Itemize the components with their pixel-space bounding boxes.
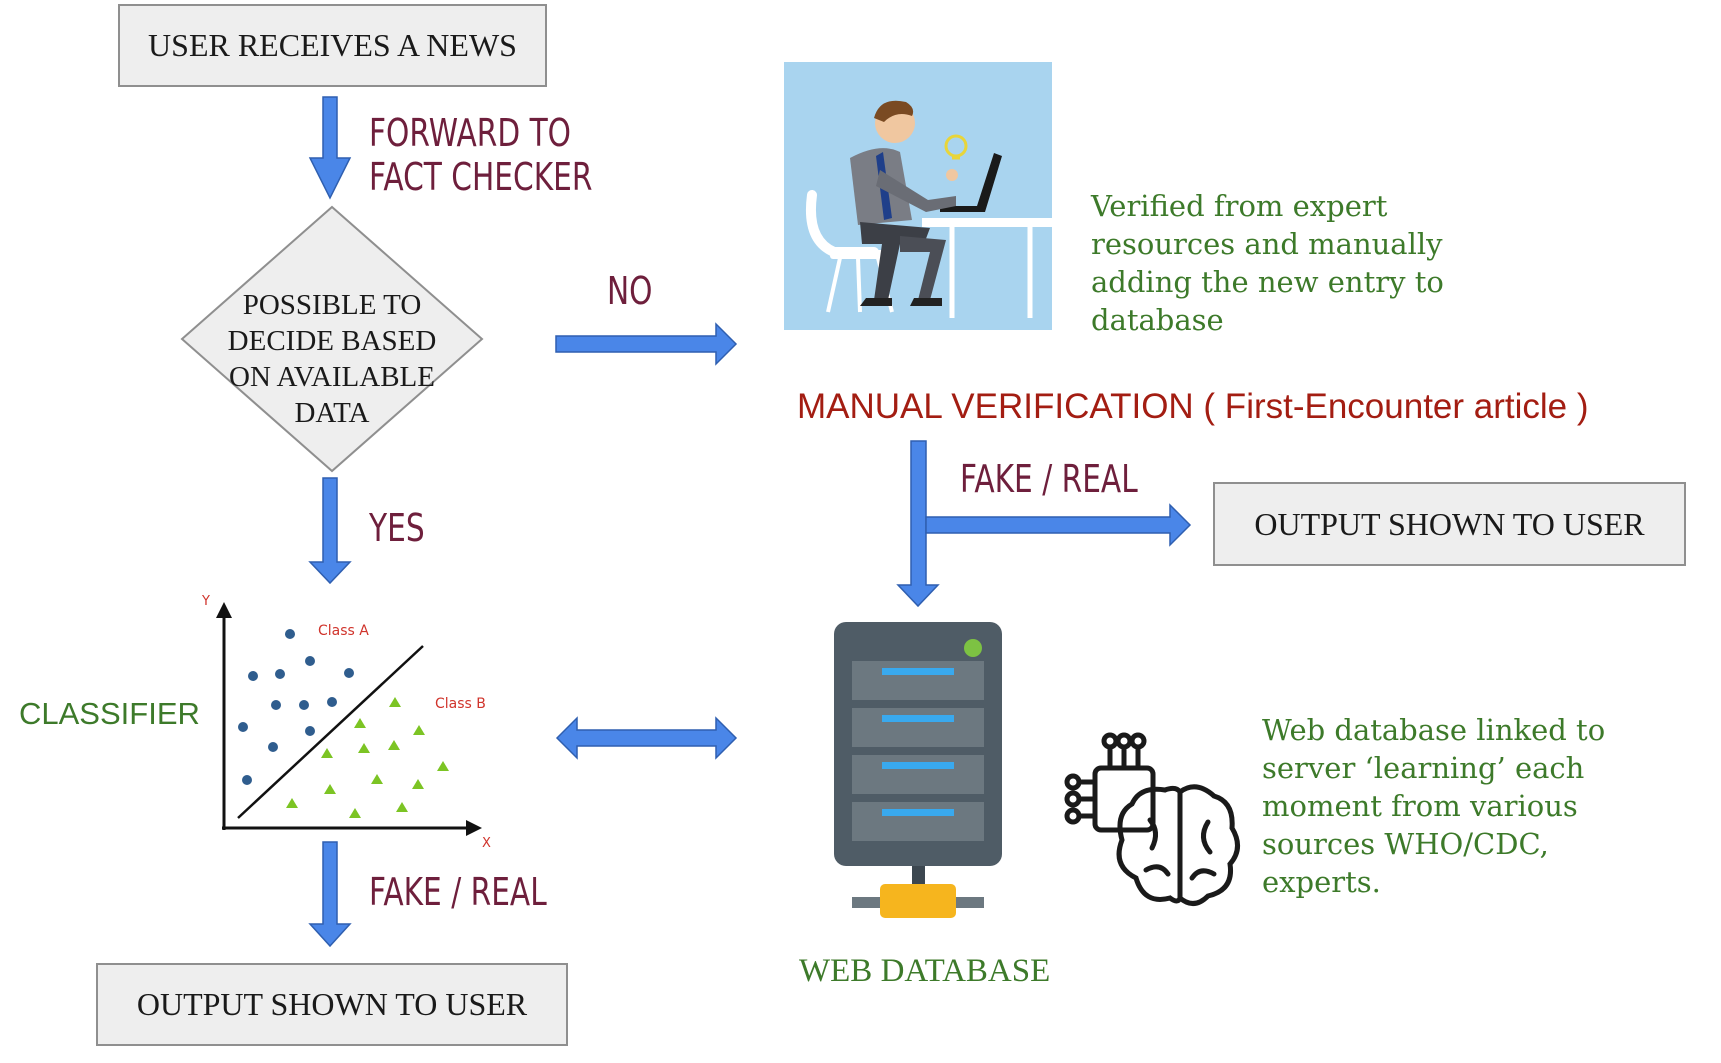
- web-line-3: moment from various: [1262, 789, 1578, 823]
- web-database-description: Web database linked to server ‘learning’…: [1262, 711, 1605, 901]
- forward-label: FORWARD TO FACT CHECKER: [369, 111, 593, 199]
- start-box: USER RECEIVES A NEWS: [118, 4, 547, 87]
- start-box-text: USER RECEIVES A NEWS: [148, 27, 517, 63]
- arrow-down-yes: [308, 477, 352, 585]
- class-a-dot: [299, 700, 309, 710]
- yes-label: YES: [369, 506, 425, 550]
- class-b-triangle: [413, 725, 425, 735]
- decision-line-4: DATA: [294, 397, 370, 429]
- arrow-right-no: [555, 322, 738, 366]
- y-axis-arrowhead: [216, 602, 232, 618]
- decision-diamond: [180, 205, 484, 473]
- y-axis-label: Y: [202, 594, 210, 609]
- web-database-label: WEB DATABASE: [799, 953, 1051, 989]
- expert-line-4: database: [1091, 303, 1224, 337]
- decision-line-3: ON AVAILABLE: [229, 361, 435, 393]
- scatter-plot: [216, 602, 482, 836]
- no-label: NO: [607, 269, 653, 313]
- class-a-dot: [271, 700, 281, 710]
- class-a-dot: [285, 629, 295, 639]
- class-b-triangle: [354, 718, 366, 728]
- forward-label-line-2: FACT CHECKER: [369, 154, 593, 199]
- separator-line: [237, 645, 424, 819]
- expert-description: Verified from expert resources and manua…: [1091, 187, 1444, 339]
- person-at-laptop-illustration: [784, 62, 1054, 330]
- arrow-down-classifier: [308, 841, 352, 948]
- server-icon: [834, 622, 1002, 918]
- output-box-left-text: OUTPUT SHOWN TO USER: [136, 986, 528, 1022]
- class-a-dot: [248, 671, 258, 681]
- fake-real-right-label: FAKE / REAL: [960, 457, 1138, 501]
- x-axis-label: X: [482, 836, 491, 851]
- web-line-2: server ‘learning’ each: [1262, 751, 1585, 785]
- class-a-dot: [305, 656, 315, 666]
- ai-brain-chip-icon: [1064, 732, 1240, 906]
- class-b-triangle: [349, 808, 361, 818]
- decision-text: POSSIBLE TO DECIDE BASED ON AVAILABLE DA…: [212, 287, 452, 431]
- class-a-dot: [344, 668, 354, 678]
- class-b-triangle: [321, 748, 333, 758]
- output-box-right: OUTPUT SHOWN TO USER: [1213, 482, 1686, 566]
- class-a-dot: [238, 722, 248, 732]
- class-a-label: Class A: [318, 623, 369, 639]
- arrow-down-manual: [896, 440, 940, 608]
- class-b-triangle: [324, 784, 336, 794]
- class-b-triangle: [437, 761, 449, 771]
- classifier-label: CLASSIFIER: [19, 696, 200, 731]
- class-b-triangle: [286, 798, 298, 808]
- output-box-left: OUTPUT SHOWN TO USER: [96, 963, 568, 1046]
- class-b-triangle: [358, 743, 370, 753]
- class-a-dot: [327, 697, 337, 707]
- arrow-right-output: [925, 503, 1192, 547]
- class-a-dot: [268, 742, 278, 752]
- forward-label-line-1: FORWARD TO: [369, 111, 572, 155]
- class-b-triangle: [389, 697, 401, 707]
- class-b-triangle: [371, 774, 383, 784]
- arrow-down-forward: [308, 96, 352, 200]
- fake-real-left-label: FAKE / REAL: [369, 870, 547, 914]
- class-b-triangle: [396, 802, 408, 812]
- class-a-dot: [305, 726, 315, 736]
- output-box-right-text: OUTPUT SHOWN TO USER: [1254, 505, 1645, 542]
- decision-line-1: POSSIBLE TO: [242, 289, 422, 321]
- class-b-triangles: [286, 697, 449, 818]
- class-a-dot: [242, 775, 252, 785]
- expert-line-3: adding the new entry to: [1091, 265, 1444, 299]
- web-line-1: Web database linked to: [1262, 713, 1606, 747]
- expert-line-1: Verified from expert: [1091, 189, 1388, 223]
- class-b-label: Class B: [435, 696, 486, 712]
- class-b-triangle: [412, 779, 424, 789]
- class-b-triangle: [388, 740, 400, 750]
- web-line-5: experts.: [1262, 865, 1381, 899]
- expert-line-2: resources and manually: [1091, 227, 1443, 261]
- class-a-dots: [238, 629, 354, 785]
- manual-verification-title: MANUAL VERIFICATION ( First-Encounter ar…: [797, 387, 1589, 426]
- arrow-double-classifier-database: [555, 716, 738, 760]
- class-a-dot: [275, 669, 285, 679]
- web-line-4: sources WHO/CDC,: [1262, 827, 1549, 861]
- decision-line-2: DECIDE BASED: [227, 325, 437, 357]
- x-axis-arrowhead: [466, 820, 482, 836]
